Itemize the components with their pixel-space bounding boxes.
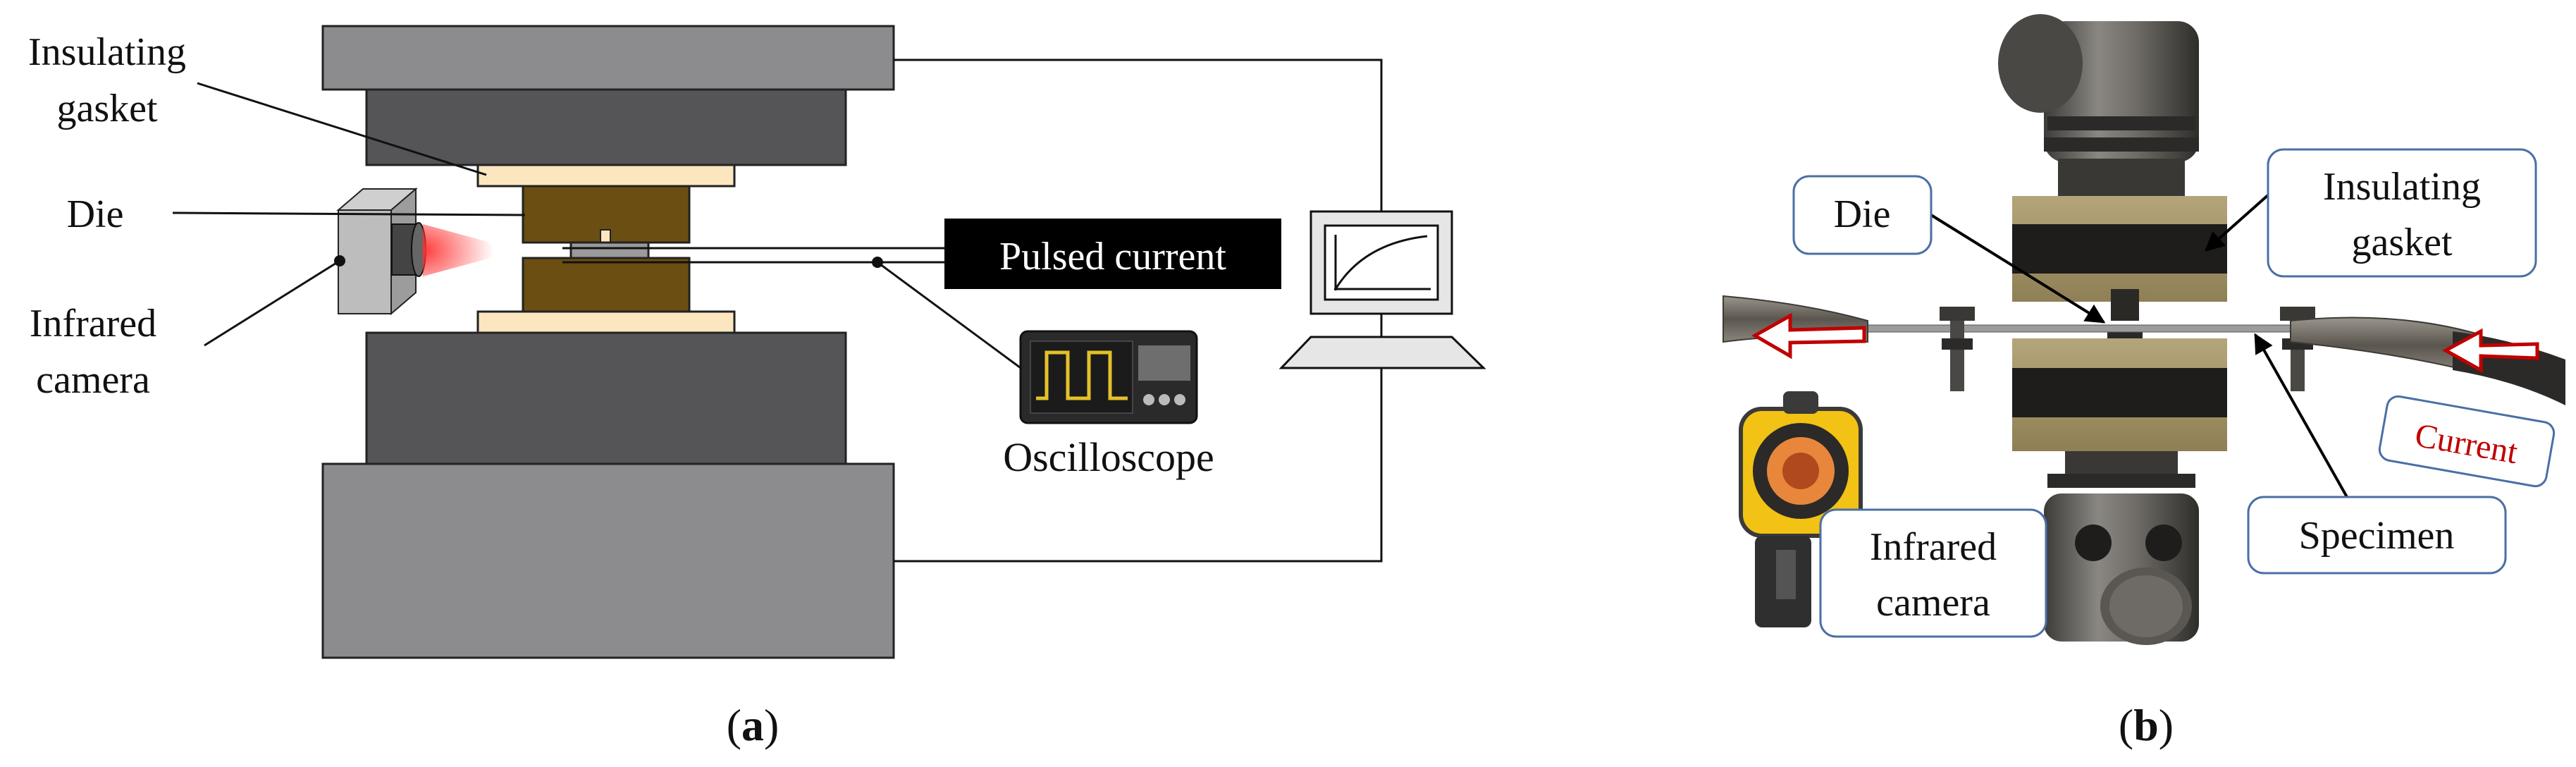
oscilloscope-icon	[1019, 330, 1198, 424]
camera-callout-label-line1: Infrared	[1870, 525, 1997, 569]
top-insulating-gasket	[476, 164, 736, 188]
computer-wire-bottom	[894, 368, 1383, 563]
pulsed-current-label: Pulsed current	[999, 235, 1226, 278]
gasket-callout-label-line1: Insulating	[2323, 165, 2481, 209]
bottom-insulating-gasket	[476, 310, 736, 334]
upper-die-tip	[600, 229, 611, 243]
gasket-callout-box	[2267, 148, 2537, 278]
specimen-strip	[569, 241, 650, 259]
left-current-arrow	[1751, 312, 1866, 360]
die-callout-box	[1792, 175, 1933, 255]
right-current-arrow	[2441, 328, 2539, 374]
upper-die-block	[2012, 196, 2227, 321]
lower-die-block	[2012, 331, 2227, 451]
die-label: Die	[67, 192, 124, 236]
infrared-camera-icon	[336, 187, 493, 316]
die-callout-leader	[1930, 214, 2106, 324]
insulating-gasket-label-line2: gasket	[56, 87, 158, 130]
oscilloscope-lead	[877, 261, 1026, 373]
infrared-camera-label-line2: camera	[36, 358, 150, 402]
panel-a-caption: (a)	[727, 700, 779, 750]
die-callout-label: Die	[1834, 192, 1891, 236]
top-press-plate	[321, 25, 895, 91]
panel-b-photo: Die Insulating gasket Current Specimen I…	[1723, 14, 2565, 750]
computer-monitor-icon	[1278, 210, 1486, 369]
lower-die	[522, 257, 691, 313]
panel-a-schematic: Pulsed current Oscilloscope	[28, 25, 1486, 750]
machine-upper-column	[1998, 14, 2199, 197]
die-leader-line	[172, 211, 526, 216]
specimen-callout-leader	[2254, 333, 2348, 498]
bottom-press-block	[365, 331, 847, 465]
panel-b-caption: (b)	[2119, 700, 2174, 750]
specimen-callout-box	[2247, 496, 2507, 575]
pulsed-current-box	[944, 219, 1281, 289]
current-callout-box	[2378, 395, 2556, 488]
infrared-camera-photo	[1739, 391, 1863, 627]
insulating-gasket-label-line1: Insulating	[28, 30, 186, 74]
camera-leader-dot	[334, 255, 345, 266]
computer-wire	[894, 59, 1383, 211]
machine-lower-column	[2044, 451, 2199, 645]
specimen-strip-photo	[1846, 324, 2298, 333]
bottom-press-plate	[321, 462, 895, 659]
gasket-callout-leader	[2204, 192, 2271, 252]
camera-callout-label-line2: camera	[1876, 581, 1990, 625]
oscilloscope-label: Oscilloscope	[1003, 434, 1214, 480]
gasket-callout-label-line2: gasket	[2351, 221, 2453, 264]
specimen-callout-label: Specimen	[2299, 514, 2455, 558]
left-bolt	[1940, 307, 1975, 391]
gasket-leader-line	[197, 82, 487, 176]
camera-leader-line	[204, 259, 340, 347]
infrared-camera-label-line1: Infrared	[30, 302, 156, 345]
top-press-block	[365, 88, 847, 166]
camera-callout-box	[1819, 508, 2047, 638]
